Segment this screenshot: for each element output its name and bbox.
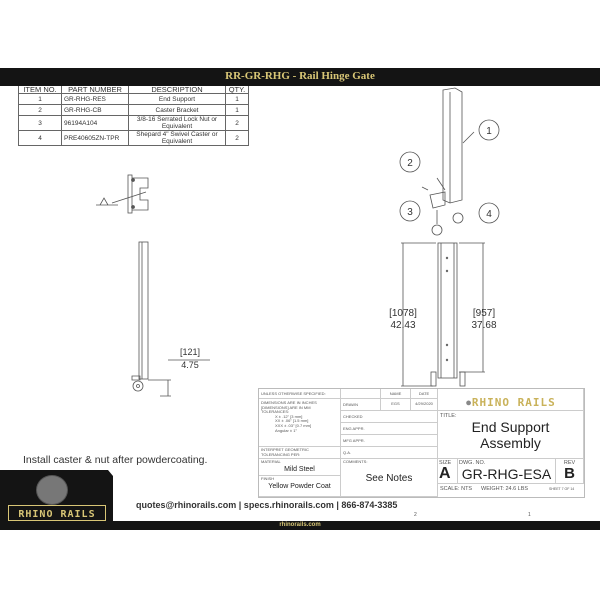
bom-qty: 2 xyxy=(225,130,249,146)
eng-appr-label: ENG APPR. xyxy=(341,423,438,435)
comments-value: See Notes xyxy=(365,472,413,484)
top-view xyxy=(96,174,149,214)
tol-line: X ± .12" [3 mm] xyxy=(275,413,303,419)
header-bar xyxy=(0,68,600,86)
dwg-number: GR-RHG-ESA xyxy=(461,466,552,482)
unless-label: UNLESS OTHERWISE SPECIFIED: xyxy=(259,389,341,399)
weight: WEIGHT: 24.6 LBS xyxy=(481,486,529,492)
title-block-logo: ●RHINO RAILS xyxy=(438,389,584,411)
finish-cell: FINISH Yellow Powder Coat xyxy=(259,476,341,497)
rhino-logo-icon xyxy=(36,475,68,505)
isometric-view xyxy=(421,87,475,236)
scale: SCALE: NTS xyxy=(440,486,473,492)
drawn-label: DRAWN xyxy=(341,399,381,411)
contact-line: quotes@rhinorails.com | specs.rhinorails… xyxy=(136,500,398,510)
tol-line: Angular ± 1° xyxy=(275,427,298,433)
side-view xyxy=(131,241,210,397)
checked-label: CHECKED xyxy=(341,411,438,423)
interpret-label: INTERPRET GEOMETRIC TOLERANCING PER: xyxy=(259,447,341,459)
finish-value: Yellow Powder Coat xyxy=(268,482,331,490)
sheet-number: SHEET 7 OF 14 xyxy=(549,487,575,491)
callout-2: 2 xyxy=(399,151,421,173)
bom-qty: 1 xyxy=(225,93,249,105)
dim-overall-in: 42.43 xyxy=(390,320,415,331)
date-header: DATE xyxy=(411,389,438,399)
dim-overall-mm: [1078] xyxy=(389,308,417,319)
dwg-cell: DWG. NO. GR-RHG-ESA xyxy=(458,459,556,484)
name-header: NAME xyxy=(381,389,411,399)
tol-line: XX ± .06" [1.5 mm] xyxy=(275,418,309,424)
mfg-appr-label: MFG APPR. xyxy=(341,435,438,447)
dim-post-in: 37.68 xyxy=(471,320,496,331)
finish-label: FINISH xyxy=(261,476,275,481)
install-note: Install caster & nut after powdercoating… xyxy=(23,454,208,466)
zone-2: 2 xyxy=(414,512,417,518)
drawn-name: EGS xyxy=(381,399,411,411)
footer-logo-text: RHINO RAILS xyxy=(18,509,96,520)
logo-text: RHINO RAILS xyxy=(471,396,556,409)
dwg-label: DWG. NO. xyxy=(459,460,486,466)
dim-side-mm: [121] xyxy=(180,347,200,357)
dims-note: DIMENSIONS ARE IN INCHES [DIMENSIONS] AR… xyxy=(261,400,317,410)
document-title: RR-GR-RHG - Rail Hinge Gate xyxy=(225,70,375,82)
title-label: TITLE: xyxy=(440,413,457,419)
tol-line: XXX ± .03" [0.7 mm] xyxy=(275,422,312,428)
bom-desc: 3/8-16 Serrated Lock Nut or Equivalent xyxy=(128,115,226,131)
dim-side-in: 4.75 xyxy=(181,360,199,370)
callout-3: 3 xyxy=(399,200,421,222)
material-value: Mild Steel xyxy=(284,465,315,473)
callout-4: 4 xyxy=(478,202,500,224)
svg-text:3: 3 xyxy=(407,207,413,218)
rev-label: REV xyxy=(563,460,576,466)
material-cell: MATERIAL Mild Steel xyxy=(259,459,341,476)
tol-label: TOLERANCES: xyxy=(261,409,290,415)
size-label: SIZE xyxy=(439,460,452,466)
svg-text:4: 4 xyxy=(486,209,492,220)
title-cell: TITLE: End Support Assembly xyxy=(438,411,584,459)
front-view xyxy=(401,242,485,387)
material-label: MATERIAL xyxy=(261,459,281,464)
rev-cell: REV B xyxy=(556,459,584,484)
website-link[interactable]: rhinorails.com xyxy=(279,522,321,528)
svg-text:2: 2 xyxy=(407,158,413,169)
footer-bar xyxy=(0,521,600,530)
dim-post-mm: [957] xyxy=(473,308,495,319)
size-cell: SIZE A xyxy=(438,459,458,484)
svg-text:1: 1 xyxy=(486,126,492,137)
bom-qty: 1 xyxy=(225,104,249,116)
drawn-date: 4/29/2020 xyxy=(411,399,438,411)
zone-1: 1 xyxy=(528,512,531,518)
bom-item: 4 xyxy=(18,130,62,146)
title-line: Assembly xyxy=(480,435,541,451)
size-value: A xyxy=(439,465,451,482)
comments-label: COMMENTS: xyxy=(343,459,368,464)
title-line: End Support xyxy=(471,419,550,435)
tolerance-cell: DIMENSIONS ARE IN INCHES [DIMENSIONS] AR… xyxy=(259,399,341,447)
bom-desc: Shepard 4" Swivel Caster or Equivalent xyxy=(128,130,226,146)
comments-cell: COMMENTS: See Notes xyxy=(341,459,438,497)
callout-1: 1 xyxy=(478,119,500,141)
title-block: UNLESS OTHERWISE SPECIFIED: DIMENSIONS A… xyxy=(258,388,585,498)
rev-value: B xyxy=(564,465,575,482)
footer-logo: RHINO RAILS xyxy=(8,505,106,521)
qa-label: Q.A. xyxy=(341,447,438,459)
